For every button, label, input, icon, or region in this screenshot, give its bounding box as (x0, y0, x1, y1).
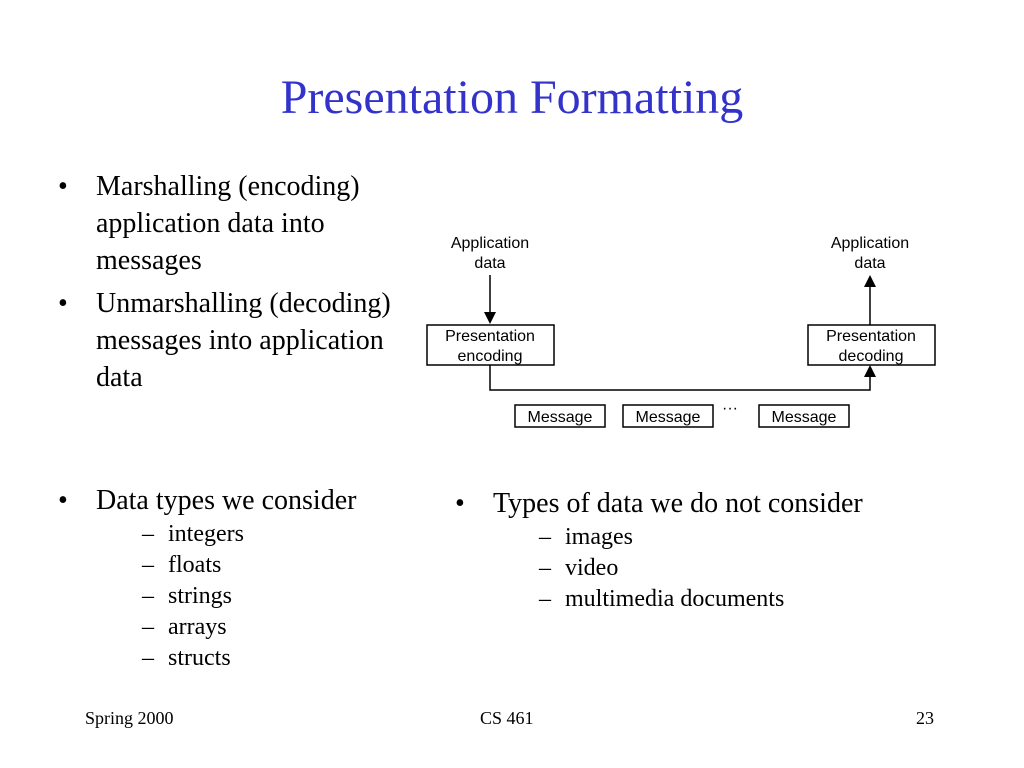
sub-item-text: floats (168, 552, 222, 578)
message-box-1 (514, 404, 606, 428)
message-ellipsis: ··· (722, 400, 738, 417)
decoder-label-line2: decoding (839, 348, 904, 365)
sub-marker: – (142, 521, 154, 547)
encoder-to-decoder-path (489, 365, 876, 391)
sub-item-text: integers (168, 521, 244, 547)
sub-marker: – (539, 555, 551, 581)
sub-list-not-considered: –images –video –multimedia documents (493, 522, 995, 615)
sub-item-text: strings (168, 583, 233, 609)
message-box-3 (758, 404, 850, 428)
sub-item-video: –video (539, 553, 995, 584)
sub-marker: – (539, 586, 551, 612)
bullet-not-considered: • Types of data we do not consider –imag… (455, 485, 995, 615)
sub-marker: – (142, 614, 154, 640)
bullet-list-right: • Types of data we do not consider –imag… (455, 485, 995, 615)
bullet-unmarshalling: • Unmarshalling (decoding) messages into… (58, 285, 418, 396)
app-data-left-line1: Application (451, 235, 529, 252)
footer-left: Spring 2000 (85, 708, 174, 728)
bullet-marker: • (58, 288, 68, 319)
encoder-label-line2: encoding (458, 348, 523, 365)
bullet-text: Data types we consider (96, 485, 357, 516)
bullet-marker: • (455, 488, 465, 519)
sub-item-images: –images (539, 522, 995, 553)
message-label-1: Message (528, 409, 593, 426)
sub-list-data-types: –integers –floats –strings –arrays –stru… (96, 519, 438, 674)
encoder-label-line1: Presentation (445, 328, 535, 345)
sub-item-text: multimedia documents (565, 586, 785, 612)
slide-title: Presentation Formatting (280, 71, 744, 124)
sub-item-multimedia: –multimedia documents (539, 584, 995, 615)
bullet-list-left: • Data types we consider –integers –floa… (58, 482, 438, 674)
bullet-data-types: • Data types we consider –integers –floa… (58, 482, 438, 674)
footer-center: CS 461 (480, 708, 534, 728)
sub-item-floats: –floats (142, 550, 438, 581)
bullet-text: Types of data we do not consider (493, 488, 863, 519)
message-label-2: Message (636, 409, 701, 426)
sub-item-text: video (565, 555, 619, 581)
sub-marker: – (142, 583, 154, 609)
bullet-marshalling: • Marshalling (encoding) application dat… (58, 168, 418, 279)
bullet-marker: • (58, 485, 68, 516)
sub-item-text: structs (168, 645, 231, 671)
marshalling-diagram: Application data Presentation encoding A… (426, 235, 936, 428)
sub-marker: – (142, 552, 154, 578)
sub-item-text: arrays (168, 614, 227, 640)
sub-marker: – (539, 524, 551, 550)
sub-item-arrays: –arrays (142, 612, 438, 643)
sub-item-strings: –strings (142, 581, 438, 612)
sub-item-integers: –integers (142, 519, 438, 550)
bullet-text: Marshalling (encoding) application data … (96, 171, 360, 276)
message-label-3: Message (772, 409, 837, 426)
bullet-marker: • (58, 171, 68, 202)
footer-page-number: 23 (916, 708, 934, 728)
app-data-right-line2: data (854, 255, 885, 272)
sub-item-structs: –structs (142, 643, 438, 674)
decoder-box (807, 324, 936, 366)
decoder-label-line1: Presentation (826, 328, 916, 345)
app-data-right-line1: Application (831, 235, 909, 252)
bullet-text: Unmarshalling (decoding) messages into a… (96, 288, 391, 393)
message-box-2 (622, 404, 714, 428)
sub-marker: – (142, 645, 154, 671)
bullet-list-top: • Marshalling (encoding) application dat… (58, 168, 418, 396)
app-data-left-line2: data (474, 255, 505, 272)
sub-item-text: images (565, 524, 633, 550)
